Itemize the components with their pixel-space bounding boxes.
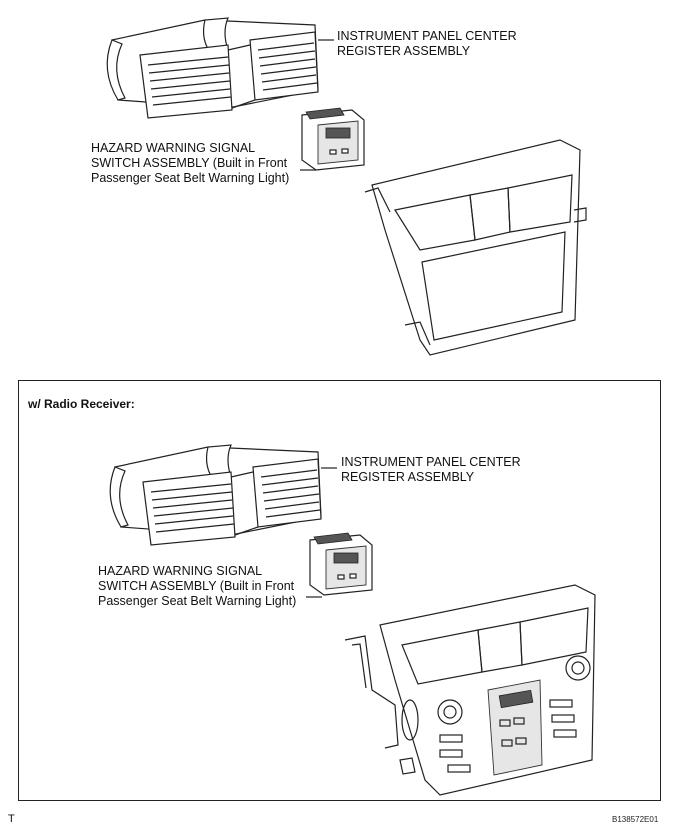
- top-center-register-assembly: [106, 17, 319, 119]
- radio-receiver-heading: w/ Radio Receiver:: [28, 397, 135, 411]
- bottom-register-label-line-2: REGISTER ASSEMBLY: [341, 470, 475, 484]
- top-register-label-line-2: REGISTER ASSEMBLY: [337, 44, 471, 58]
- bottom-register-label-line-1: INSTRUMENT PANEL CENTER: [341, 455, 521, 469]
- top-register-label-line-1: INSTRUMENT PANEL CENTER: [337, 29, 517, 43]
- bottom-center-register-assembly: [109, 444, 322, 546]
- bottom-hazard-switch: [309, 532, 373, 596]
- top-switch-label-line-1: HAZARD WARNING SIGNAL: [91, 141, 256, 155]
- top-switch-label-line-2: SWITCH ASSEMBLY (Built in Front: [91, 156, 288, 170]
- top-switch-label-line-3: Passenger Seat Belt Warning Light): [91, 171, 290, 185]
- figure-code: B138572E01: [612, 815, 659, 824]
- top-hazard-switch: [301, 107, 365, 171]
- radio-receiver-panel: [18, 380, 661, 801]
- bottom-switch-label-line-3: Passenger Seat Belt Warning Light): [98, 594, 297, 608]
- top-instrument-bezel: [364, 139, 587, 356]
- bottom-instrument-bezel-with-radio: [344, 584, 596, 796]
- bottom-switch-label-line-1: HAZARD WARNING SIGNAL: [98, 564, 263, 578]
- corner-mark: T: [8, 813, 15, 825]
- bottom-switch-label-line-2: SWITCH ASSEMBLY (Built in Front: [98, 579, 295, 593]
